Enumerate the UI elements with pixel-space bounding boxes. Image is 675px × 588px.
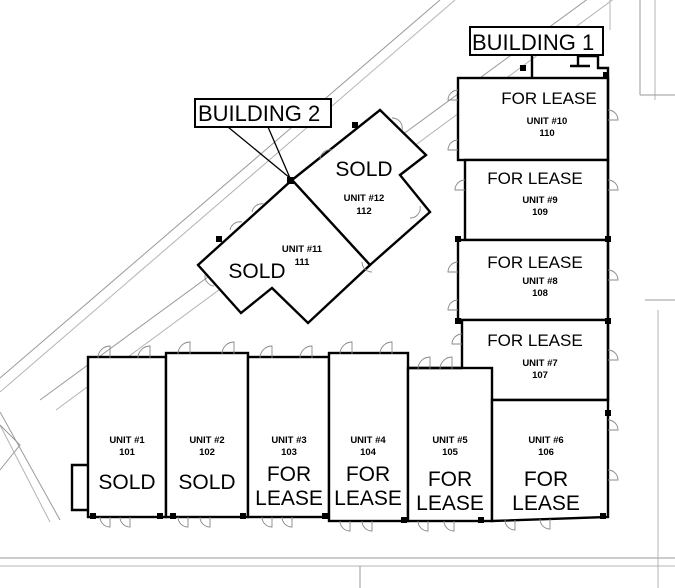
unit-3-outline[interactable]: [246, 355, 331, 519]
unit-number: 106: [538, 447, 554, 458]
unit-number: 101: [119, 447, 136, 458]
unit-name: UNIT #10: [527, 116, 568, 127]
unit-status: SOLD: [228, 260, 285, 283]
unit-name: UNIT #4: [350, 435, 386, 446]
unit-number: 103: [281, 447, 297, 458]
unit-status: LEASE: [416, 492, 484, 515]
unit-number: 112: [356, 206, 371, 217]
unit-number: 102: [199, 447, 215, 458]
unit-name: UNIT #1: [109, 435, 145, 446]
unit-name: UNIT #6: [528, 435, 563, 446]
door-swings: [97, 89, 619, 532]
unit-status: LEASE: [334, 487, 402, 510]
unit-status: FOR LEASE: [487, 253, 582, 272]
unit-name: UNIT #7: [522, 358, 557, 369]
building-1-label-box: [469, 26, 604, 56]
unit-status: FOR: [267, 463, 311, 486]
unit-name: UNIT #2: [189, 435, 224, 446]
unit-name: UNIT #8: [522, 276, 557, 287]
wall-jambs: [90, 122, 611, 523]
unit-status: SOLD: [178, 471, 235, 494]
unit-status: FOR: [428, 468, 472, 491]
unit-5-outline[interactable]: [406, 366, 494, 523]
unit-status: FOR: [524, 468, 568, 491]
unit-number: 109: [532, 207, 548, 218]
unit-status: LEASE: [255, 487, 323, 510]
unit-number: 104: [360, 447, 377, 458]
unit-name: UNIT #11: [282, 244, 323, 255]
unit-number: 110: [539, 128, 554, 139]
unit-name: UNIT #3: [271, 435, 306, 446]
unit-number: 105: [442, 447, 459, 458]
building-2: [196, 108, 432, 325]
unit-status: FOR LEASE: [487, 331, 582, 350]
unit-status: FOR: [346, 463, 390, 486]
building-1-callout: BUILDING 1: [469, 26, 604, 56]
building-2-callout: BUILDING 2: [194, 98, 332, 179]
unit-status: FOR LEASE: [501, 89, 596, 108]
unit-number: 108: [532, 288, 548, 299]
unit-1-outline[interactable]: [86, 355, 168, 519]
building-2-label: BUILDING 2: [198, 101, 320, 126]
unit-number: 111: [295, 257, 311, 268]
unit-status: SOLD: [335, 158, 392, 181]
unit-status: LEASE: [512, 492, 580, 515]
unit-4-outline[interactable]: [327, 351, 410, 523]
unit-status: SOLD: [98, 471, 155, 494]
unit-6-outline[interactable]: [490, 398, 610, 523]
unit-number: 107: [532, 370, 548, 381]
building-1-label: BUILDING 1: [472, 30, 594, 55]
unit-name: UNIT #12: [344, 193, 385, 204]
building-2-label-box: [194, 98, 332, 128]
unit-status: FOR LEASE: [487, 169, 582, 188]
unit-2-outline[interactable]: [164, 351, 250, 519]
building-1: [70, 54, 610, 523]
unit-name: UNIT #5: [432, 435, 468, 446]
unit-name: UNIT #9: [522, 195, 557, 206]
